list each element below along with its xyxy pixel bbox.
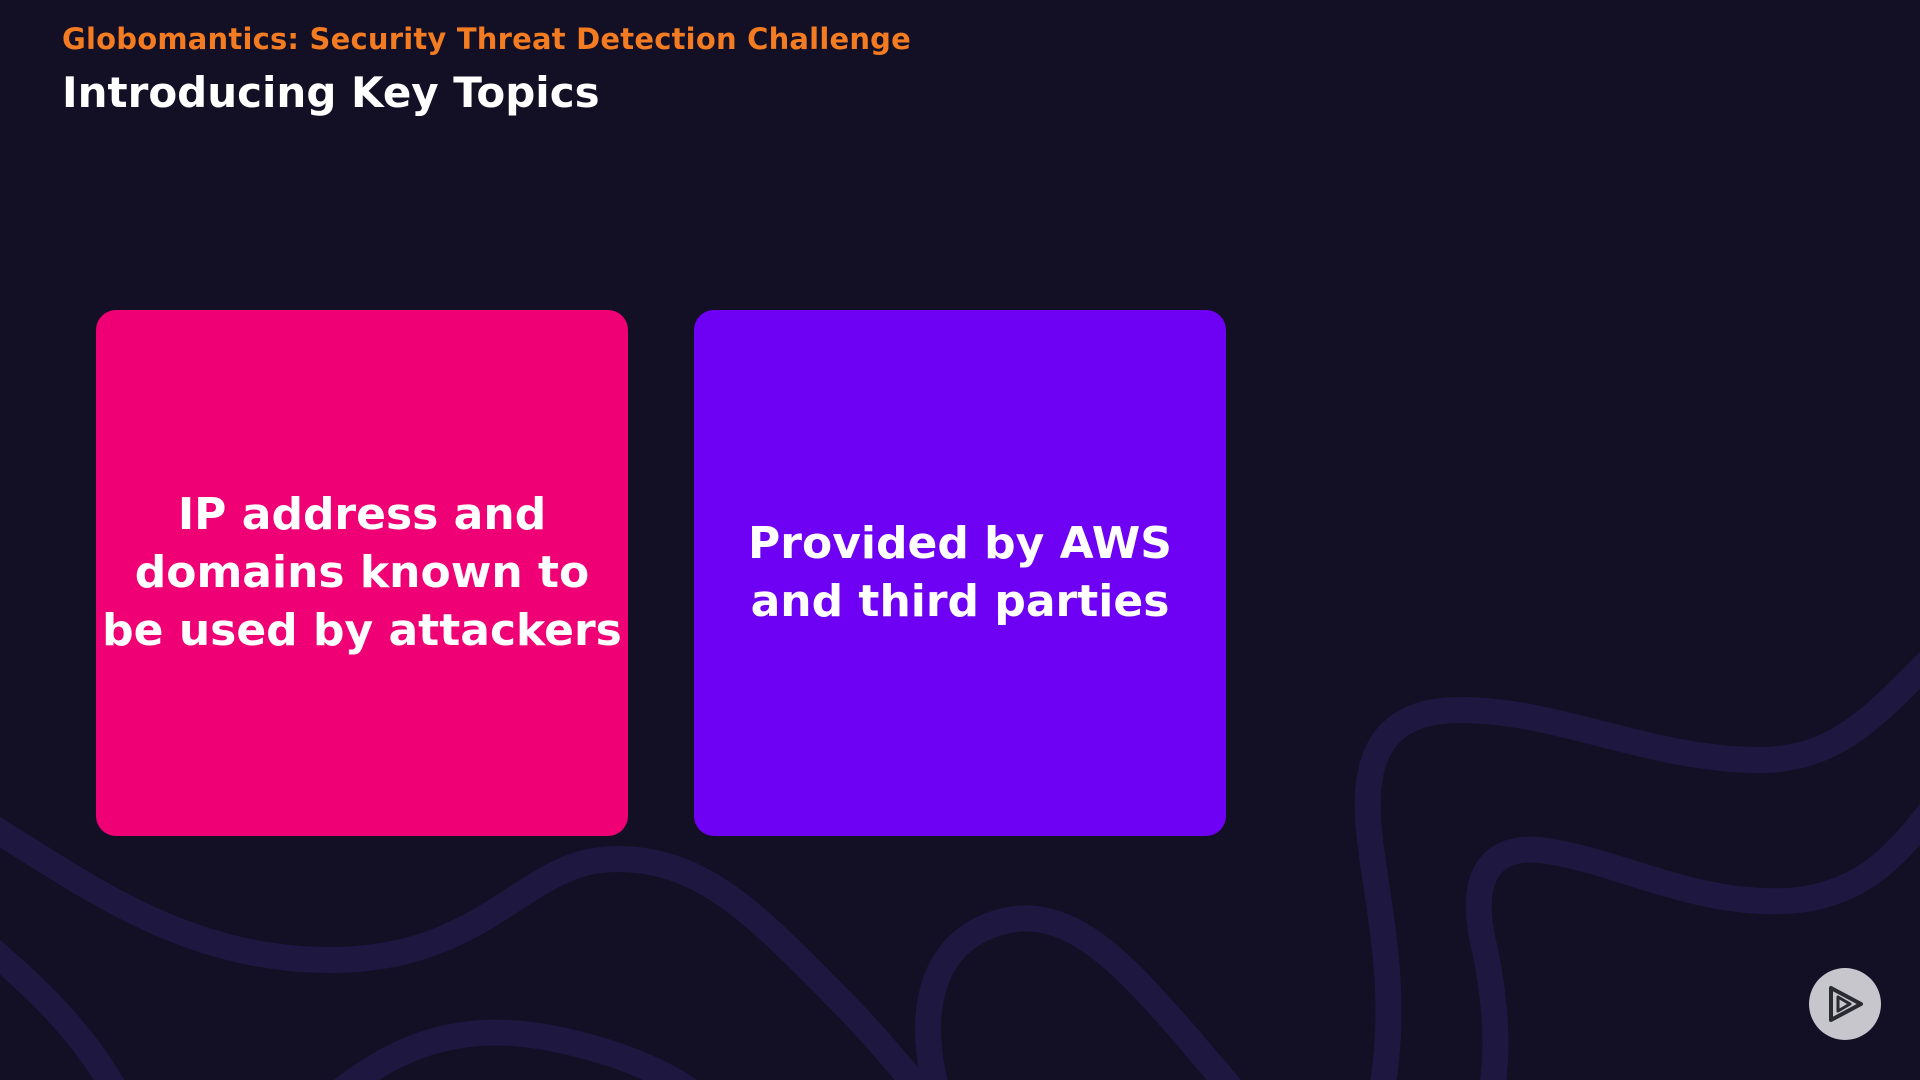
topic-card-providers: Provided by AWS and third parties <box>694 310 1226 836</box>
play-logo-button[interactable] <box>1809 968 1881 1040</box>
slide-title: Introducing Key Topics <box>62 68 600 117</box>
topic-card-line: be used by attackers <box>102 605 622 656</box>
play-logo-icon <box>1829 986 1863 1022</box>
topic-card-text: Provided by AWS and third parties <box>748 515 1172 631</box>
topic-card-line: domains known to <box>134 547 590 598</box>
topic-card-text: IP address and domains known to be used … <box>102 486 622 660</box>
topic-card-line: and third parties <box>750 576 1170 627</box>
topic-card-line: IP address and <box>177 489 547 540</box>
topic-card-line: Provided by AWS <box>748 518 1172 569</box>
course-title: Globomantics: Security Threat Detection … <box>62 22 912 56</box>
topic-card-threat-lists: IP address and domains known to be used … <box>96 310 628 836</box>
